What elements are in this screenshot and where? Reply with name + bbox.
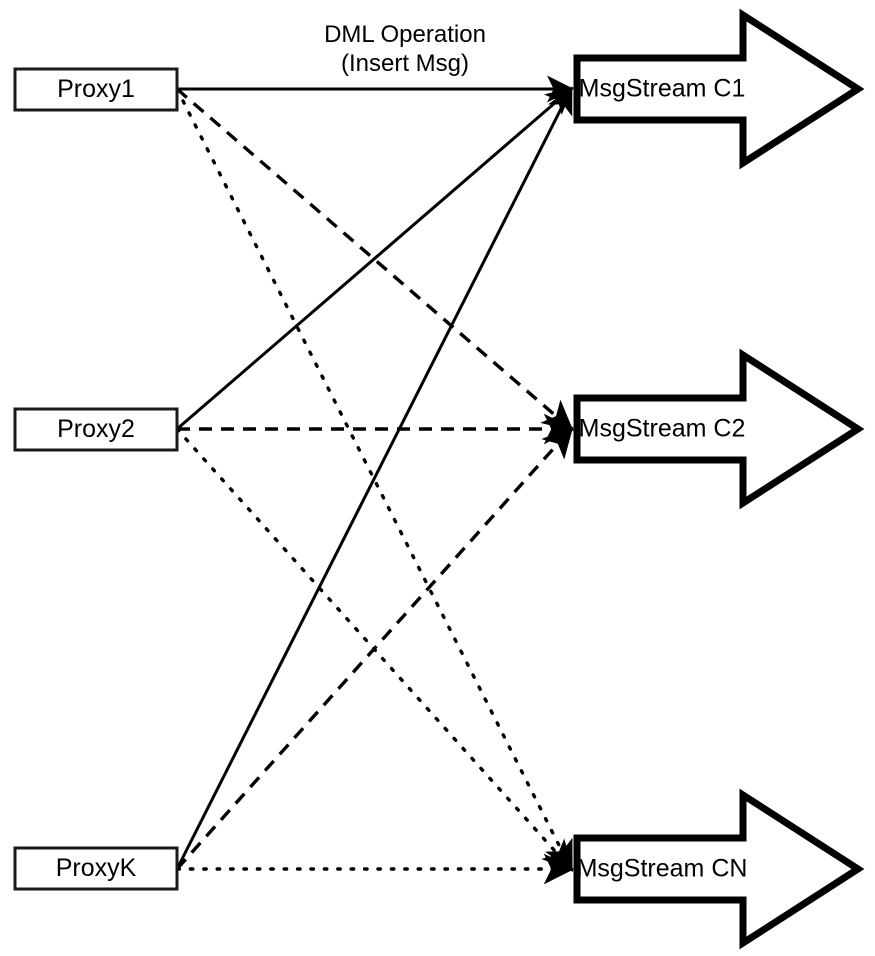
edge-label-line2: (Insert Msg) [341, 50, 469, 77]
proxy-box-proxy2[interactable] [13, 407, 179, 452]
proxy-label-proxy1: Proxy1 [57, 75, 135, 103]
proxy-node-proxy1[interactable]: Proxy1 [13, 67, 179, 112]
stream-node-stream_c2[interactable]: MsgStream C2 [573, 348, 865, 510]
proxy-label-proxy2: Proxy2 [57, 415, 135, 443]
stream-arrow-shape-stream_cn[interactable] [573, 788, 865, 950]
proxy-label-proxyk: ProxyK [56, 854, 137, 882]
link-pk-c1 [175, 86, 573, 870]
stream-label-stream_c1: MsgStream C1 [579, 75, 746, 103]
proxy-box-proxy1[interactable] [13, 67, 179, 112]
proxy-node-proxyk[interactable]: ProxyK [13, 846, 179, 891]
stream-arrow-shape-stream_c1[interactable] [573, 8, 865, 170]
link-p2-c1 [176, 87, 574, 431]
edge-label-group: DML Operation (Insert Msg) [324, 21, 486, 77]
link-pk-c2 [175, 426, 574, 871]
proxy-node-proxy2[interactable]: Proxy2 [13, 407, 179, 452]
stream-label-stream_c2: MsgStream C2 [579, 415, 746, 443]
proxy-box-proxyk[interactable] [13, 846, 179, 891]
stream-node-stream_c1[interactable]: MsgStream C1 [573, 8, 865, 170]
links-layer [175, 75, 575, 885]
stream-node-stream_cn[interactable]: MsgStream CN [573, 788, 865, 950]
edge-label-line1: DML Operation [324, 21, 486, 48]
stream-arrow-shape-stream_c2[interactable] [573, 348, 865, 510]
stream-label-stream_cn: MsgStream CN [577, 855, 748, 883]
streams-layer: MsgStream C1 MsgStream C2 MsgStream CN [573, 8, 865, 950]
